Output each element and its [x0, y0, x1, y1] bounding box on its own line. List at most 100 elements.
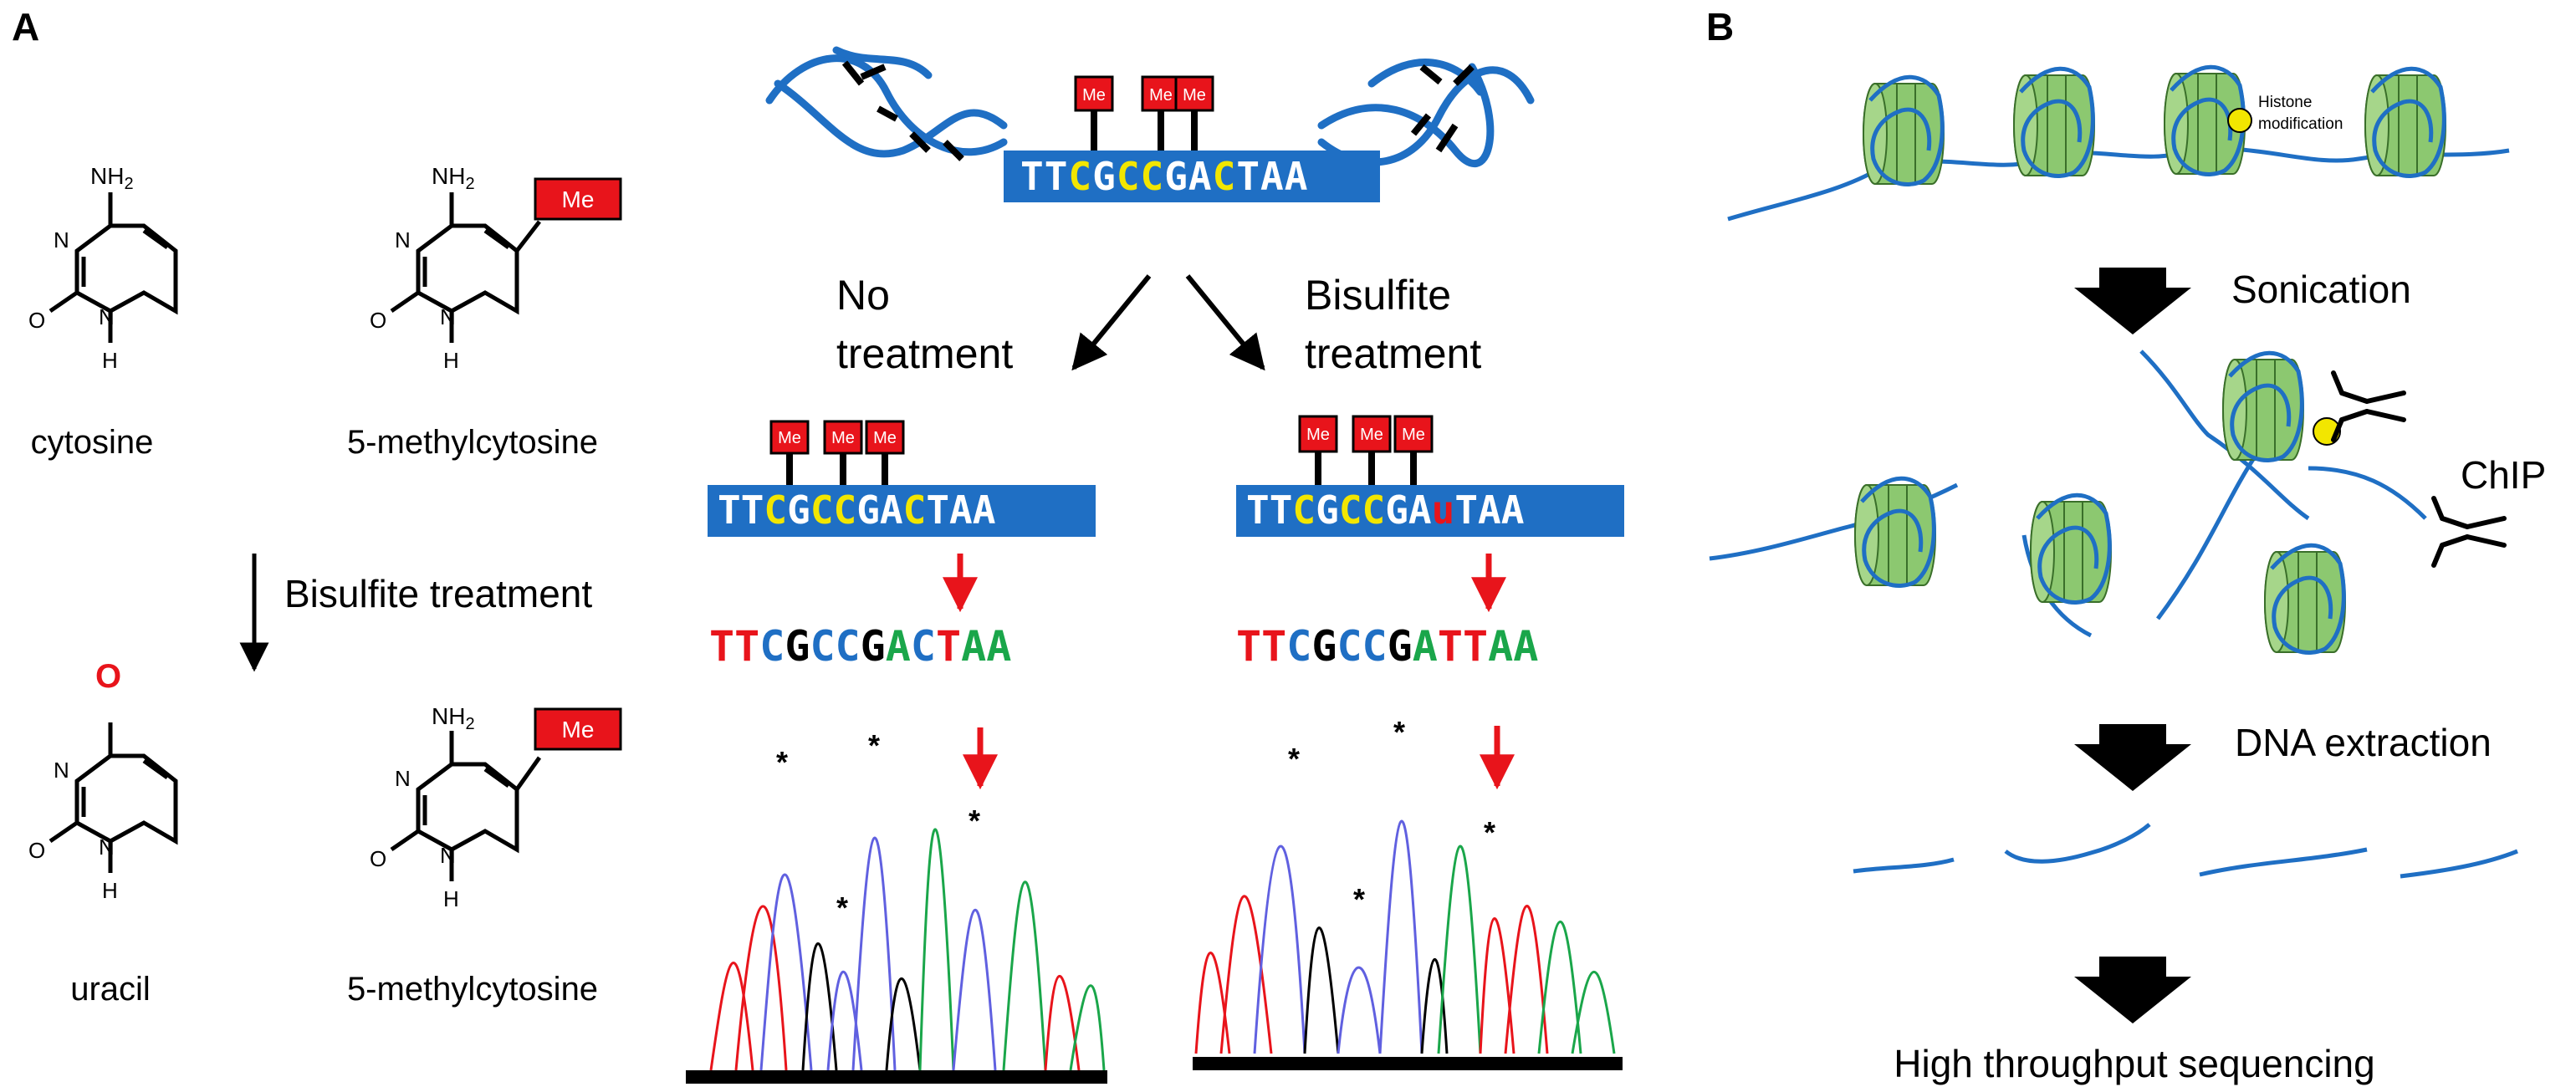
- dna-untreated-box: [708, 485, 1096, 537]
- antibody-icon: [2333, 373, 2404, 440]
- peak-mark: *: [1484, 815, 1495, 850]
- methylcytosine-h: H: [443, 348, 459, 373]
- me-tag-text: Me: [1402, 426, 1425, 444]
- peak-mark: *: [1393, 715, 1405, 749]
- base-t: T: [1438, 622, 1463, 671]
- me-badge: [534, 177, 622, 221]
- base: A: [1285, 154, 1309, 199]
- base-methyl-c: C: [1068, 154, 1092, 199]
- base-t: T: [1236, 622, 1261, 671]
- methylcytosine-label-top: 5-methylcytosine: [347, 424, 598, 461]
- peak-mark: *: [1353, 882, 1365, 916]
- base-methyl-c: C: [834, 487, 857, 533]
- base-t: T: [936, 622, 961, 671]
- dna-top-box: [1004, 151, 1380, 202]
- base-methyl-c: C: [1117, 154, 1141, 199]
- nucleosome: [2223, 353, 2303, 460]
- methyl-tags-untreated: [769, 420, 905, 485]
- base: T: [741, 487, 764, 533]
- antibody-icon: [2434, 498, 2504, 565]
- base: T: [1045, 154, 1069, 199]
- base-c: C: [836, 622, 861, 671]
- methylcytosine-nh2-bottom: NH2: [432, 703, 475, 733]
- chromatogram-untreated: [709, 828, 1106, 1071]
- base-a: A: [961, 622, 986, 671]
- methyl-tags-treated: [1298, 415, 1434, 485]
- base-methyl-c: C: [1213, 154, 1237, 199]
- base: T: [926, 487, 949, 533]
- base: A: [1501, 487, 1525, 533]
- base: A: [1478, 487, 1501, 533]
- base: G: [1092, 154, 1117, 199]
- read-treated: TTCGCCGATTAA: [1236, 622, 1538, 671]
- dna-extraction-label: DNA extraction: [2235, 721, 2492, 764]
- base-t: T: [1261, 622, 1286, 671]
- dna-top-sequence: TTCGCCGACTAA: [1020, 154, 1308, 199]
- nucleosome: [2031, 495, 2111, 602]
- peak-mark: *: [1288, 742, 1300, 776]
- cytosine-structure: [49, 192, 178, 343]
- methylcytosine-nh2: NH2: [432, 163, 475, 193]
- nucleosome: [2014, 69, 2094, 176]
- base: G: [1164, 154, 1188, 199]
- uracil-n3: N: [54, 758, 69, 783]
- sequencing-label: High throughput sequencing: [1894, 1042, 2374, 1085]
- me-tag-text: Me: [1360, 426, 1383, 444]
- base-c: C: [1362, 622, 1388, 671]
- base-c: C: [911, 622, 936, 671]
- me-badge-text: Me: [562, 717, 595, 743]
- cytosine-nh2: NH2: [90, 163, 134, 193]
- me-tag-text: Me: [778, 429, 801, 447]
- me-tag-text: Me: [1306, 426, 1330, 444]
- base-a: A: [1513, 622, 1538, 671]
- base-a: A: [886, 622, 911, 671]
- cytosine-n1: N: [99, 304, 115, 329]
- base: A: [1188, 154, 1213, 199]
- extracted-fragments: [1853, 823, 2518, 879]
- chromatogram-treated: [1194, 819, 1616, 1054]
- base: A: [1260, 154, 1285, 199]
- base: T: [1454, 487, 1478, 533]
- base: A: [880, 487, 903, 533]
- methylcytosine-o-bottom: O: [370, 846, 386, 871]
- chip-label: ChIP: [2461, 453, 2546, 497]
- uracil-h: H: [102, 878, 118, 903]
- cytosine-label: cytosine: [31, 424, 154, 461]
- me-tag-text: Me: [1149, 86, 1173, 105]
- uracil-o: O: [28, 838, 45, 863]
- base-a: A: [1488, 622, 1513, 671]
- uracil-structure: [49, 722, 178, 873]
- me-tag-text: Me: [1183, 86, 1206, 105]
- read-untreated: TTCGCCGACTAA: [709, 622, 1011, 671]
- methylcytosine-n3-bottom: N: [395, 766, 411, 791]
- base: T: [1236, 154, 1260, 199]
- panel-label-b: B: [1706, 5, 1734, 48]
- base: T: [1270, 487, 1293, 533]
- base: A: [1408, 487, 1432, 533]
- base: G: [856, 487, 880, 533]
- methylcytosine-label-bottom: 5-methylcytosine: [347, 971, 598, 1008]
- dna-base-pairs: [841, 60, 1475, 161]
- sonication-label: Sonication: [2231, 268, 2411, 311]
- base-g: G: [785, 622, 810, 671]
- dna-treated-sequence: TTCGCCGAuTAA: [1246, 487, 1524, 533]
- no-treatment-arrow: [1071, 274, 1152, 371]
- bisulfite-treatment-arrow: [1185, 274, 1265, 371]
- methyl-tags-top: [1074, 75, 1214, 151]
- nucleosome: [2365, 69, 2446, 176]
- dna-treated-box: [1236, 485, 1624, 537]
- base: G: [1316, 487, 1339, 533]
- panel-label-a: A: [12, 5, 39, 48]
- peak-mark: *: [969, 804, 980, 838]
- base-t: T: [709, 622, 734, 671]
- base-methyl-c: C: [1339, 487, 1362, 533]
- base-methyl-c: C: [764, 487, 787, 533]
- base-c: C: [1286, 622, 1311, 671]
- block-arrow: [2074, 724, 2191, 791]
- peak-mark: *: [836, 891, 848, 925]
- base: G: [1385, 487, 1408, 533]
- cytosine-o: O: [28, 308, 45, 333]
- base-methyl-c: C: [1362, 487, 1386, 533]
- me-badge: [534, 707, 622, 751]
